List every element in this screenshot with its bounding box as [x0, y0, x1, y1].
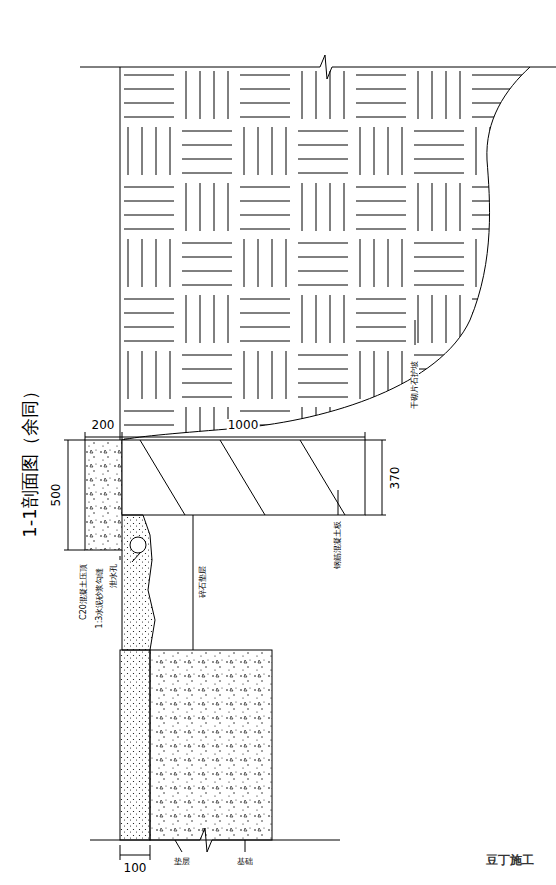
- material-label: 钢筋混凝土板: [334, 520, 342, 570]
- dimension: 100: [123, 862, 148, 874]
- dimension: 1000: [227, 419, 260, 431]
- material-label: 垫层: [173, 858, 191, 866]
- material-label: 泄水孔: [110, 563, 118, 589]
- material-label: 1:3水泥砂浆勾缝: [96, 567, 104, 630]
- section-title: 1-1剖面图（余同）: [21, 381, 39, 538]
- dimension: 370: [389, 466, 401, 491]
- material-label: 干砌片石护坡: [411, 360, 419, 410]
- dimension: 200: [91, 419, 116, 431]
- material-label: C20混凝土压顶: [80, 563, 88, 621]
- watermark: 豆丁施工: [485, 854, 535, 866]
- material-label: 基础: [236, 858, 254, 866]
- dimension: 500: [50, 483, 62, 508]
- material-label: 碎石垫层: [199, 565, 207, 599]
